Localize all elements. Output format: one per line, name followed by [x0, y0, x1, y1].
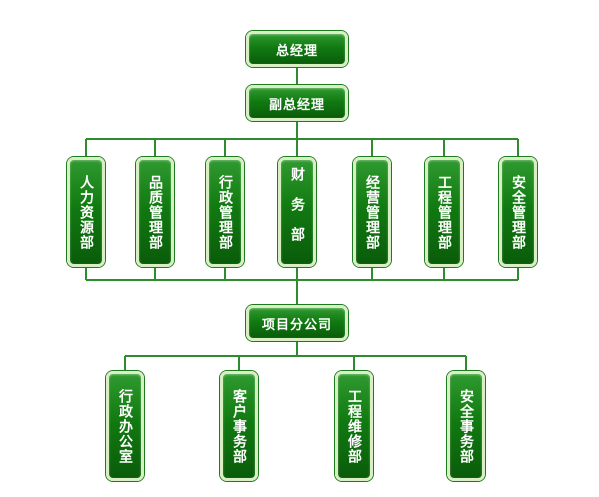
node-dept-engineering-label: 工程管理部 [436, 174, 452, 250]
node-branch-safety-affairs: 安全事务部 [447, 371, 485, 481]
node-branch-admin-office: 行政办公室 [106, 371, 144, 481]
node-project-branch-label: 项目分公司 [261, 317, 332, 333]
node-dept-operations: 经营管理部 [353, 157, 391, 267]
node-dept-operations-label: 经营管理部 [364, 174, 380, 250]
node-branch-engineering-maintenance: 工程维修部 [335, 371, 373, 481]
node-deputy-general-manager-label: 副总经理 [268, 97, 325, 113]
node-general-manager: 总经理 [246, 31, 348, 67]
node-dept-finance: 财务部 [278, 157, 316, 267]
node-dept-safety: 安全管理部 [499, 157, 537, 267]
node-dept-hr-label: 人力资源部 [78, 174, 94, 250]
node-branch-customer-affairs-label: 客户事务部 [231, 388, 247, 464]
node-branch-engineering-maintenance-label: 工程维修部 [346, 388, 362, 464]
node-project-branch: 项目分公司 [246, 305, 348, 341]
node-deputy-general-manager: 副总经理 [246, 85, 348, 121]
node-dept-engineering: 工程管理部 [425, 157, 463, 267]
node-dept-hr: 人力资源部 [67, 157, 105, 267]
node-branch-admin-office-label: 行政办公室 [117, 388, 133, 464]
node-dept-quality-label: 品质管理部 [147, 174, 163, 250]
node-general-manager-label: 总经理 [275, 43, 318, 59]
node-dept-admin: 行政管理部 [206, 157, 244, 267]
node-dept-safety-label: 安全管理部 [510, 174, 526, 250]
node-dept-quality: 品质管理部 [136, 157, 174, 267]
node-branch-customer-affairs: 客户事务部 [220, 371, 258, 481]
node-dept-finance-label: 财务部 [289, 167, 305, 257]
node-branch-safety-affairs-label: 安全事务部 [458, 388, 474, 464]
node-dept-admin-label: 行政管理部 [217, 174, 233, 250]
